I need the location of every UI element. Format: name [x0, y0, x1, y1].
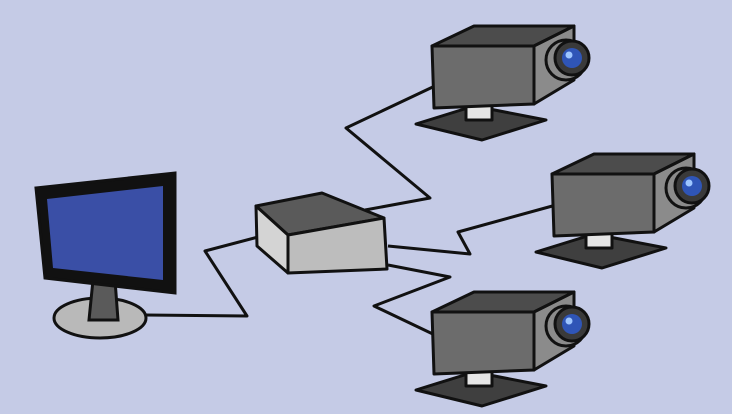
camera-icon [534, 152, 711, 270]
camera-lens-highlight [565, 317, 573, 325]
camera-base-plate [414, 370, 548, 408]
camera-icon [414, 24, 591, 142]
cables [144, 83, 557, 338]
camera-lens [562, 314, 582, 334]
camera-base-plate [534, 232, 668, 270]
monitor-icon [34, 171, 177, 340]
network-hub-icon [254, 191, 389, 275]
hub-side [286, 216, 389, 275]
camera-lens-highlight [685, 179, 693, 187]
camera-lens-highlight [565, 51, 573, 59]
cable-hub-camera-2 [387, 203, 557, 256]
camera-base-plate [414, 104, 548, 142]
camera-body-front [430, 44, 536, 110]
cameras [414, 24, 711, 408]
monitor-screen [47, 186, 163, 280]
cable-monitor-hub [144, 235, 259, 318]
camera-body-front [430, 310, 536, 376]
cable-hub-camera-3 [372, 263, 452, 338]
camera-lens [682, 176, 702, 196]
camera-icon [414, 290, 591, 408]
camera-body-front [550, 172, 656, 238]
camera-lens [562, 48, 582, 68]
cable-hub-camera-1 [344, 83, 438, 212]
